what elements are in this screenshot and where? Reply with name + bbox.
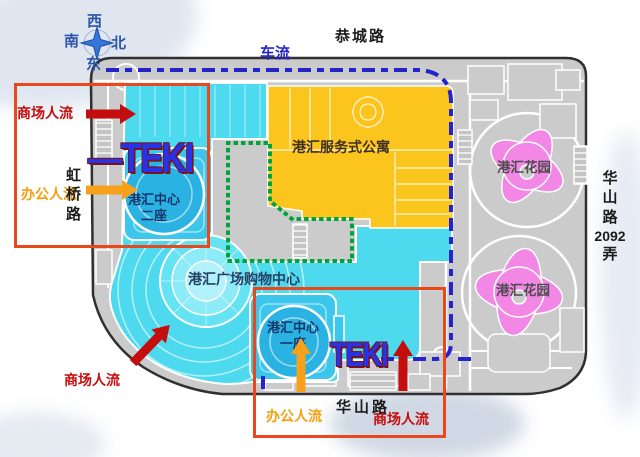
compass-star-icon: [79, 25, 115, 61]
road-label-gongcheng: 恭城路: [335, 28, 387, 45]
mall-roof-ribs: [139, 85, 261, 137]
watermark-logo: TEKI: [330, 336, 389, 374]
office-flow-label-bottom: 办公人流: [266, 408, 322, 424]
mall-rotunda: [159, 234, 253, 328]
road-char: 路: [602, 208, 618, 226]
apartment-label: 港汇服务式公寓: [292, 139, 390, 155]
mall-flow-label-left: 商场人流: [64, 372, 120, 388]
road-char: 山: [602, 189, 618, 207]
garden-lower-label: 港汇花园: [496, 283, 550, 298]
building-garden-lower: [474, 247, 564, 337]
vehicle-flow-label: 车流: [260, 45, 291, 62]
watermark-logo: —TEKI: [88, 134, 194, 181]
tower1-label-line1: 港汇中心: [266, 320, 319, 335]
road-char: 路: [66, 205, 82, 223]
road-char: 虹: [66, 167, 82, 184]
green-dotted-loop: [226, 141, 354, 263]
road-label-hongqiao: 虹 桥 路: [66, 167, 81, 223]
building-garden-upper: [490, 128, 564, 204]
highlight-box-northwest: [14, 83, 210, 248]
building-apartment: [267, 85, 454, 229]
compass-east: 东: [86, 56, 102, 73]
tower2-label-line2: 二座: [140, 207, 167, 223]
vehicle-flow-line: [106, 68, 476, 390]
road-char: 桥: [66, 186, 82, 204]
road-char: 弄: [602, 245, 618, 263]
tower2-label: 港汇中心 二座: [108, 192, 200, 223]
compass-north: 北: [111, 35, 127, 52]
road-char: 华: [602, 170, 618, 187]
shopping-mall-label: 港汇广场购物中心: [188, 271, 300, 287]
office-flow-label-left: 办公人流: [21, 186, 77, 202]
garden-upper-label: 港汇花园: [497, 160, 551, 175]
compass-south: 南: [64, 33, 80, 50]
road-char: 2092: [594, 227, 626, 244]
compass-west: 西: [87, 13, 103, 30]
road-label-huashan-2092: 华 山 路 2092 弄: [588, 170, 632, 263]
tower2-label-line1: 港汇中心: [127, 192, 180, 207]
mall-flow-label-top: 商场人流: [17, 105, 73, 121]
